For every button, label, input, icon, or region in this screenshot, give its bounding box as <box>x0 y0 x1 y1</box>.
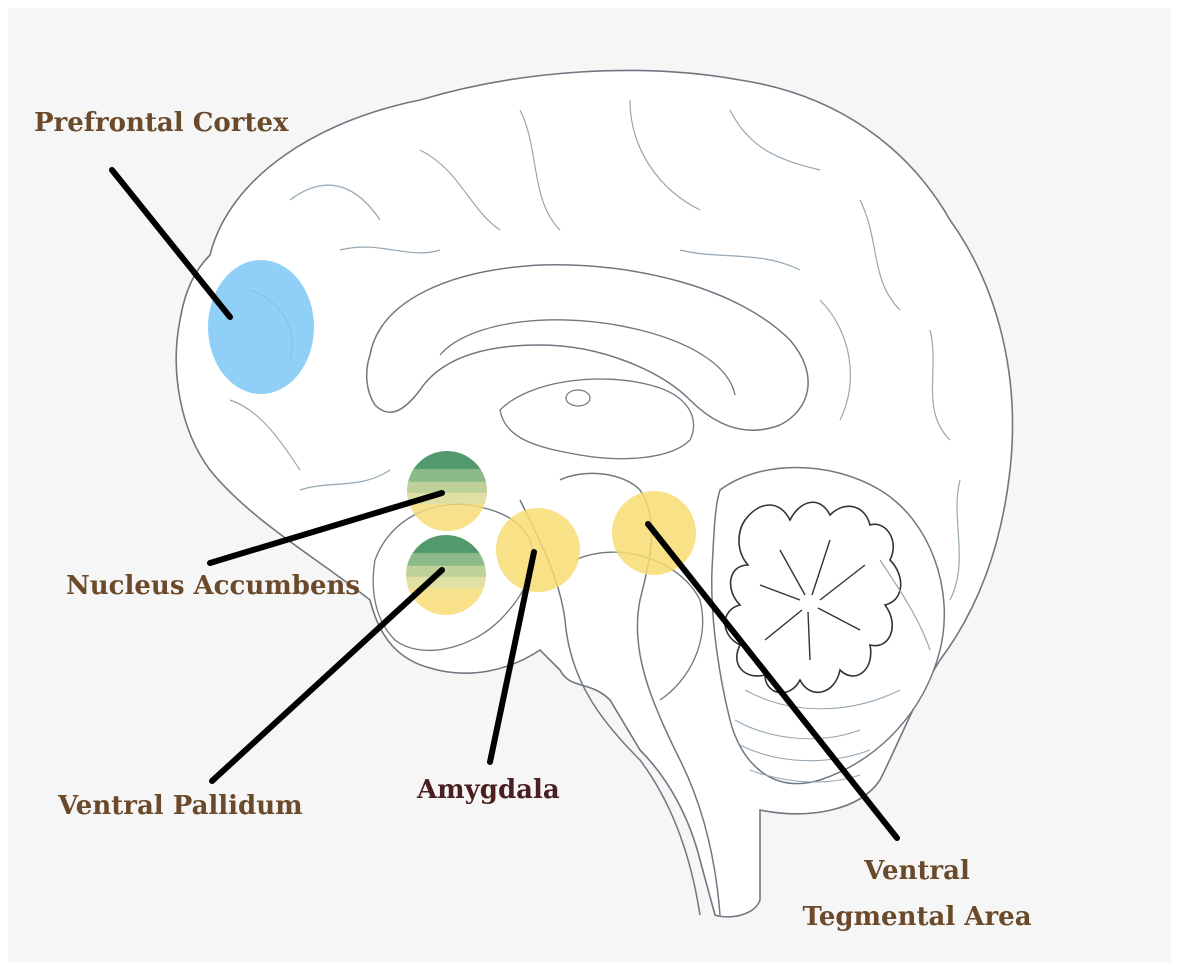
label-nucleus-accumbens: Nucleus Accumbens <box>66 570 360 602</box>
nucleus-accumbens-region <box>407 451 487 531</box>
label-amygdala: Amygdala <box>417 774 560 806</box>
ventral-pallidum-region <box>406 535 486 615</box>
label-ventral-tegmental-area: Ventral Tegmental Area <box>792 848 1042 940</box>
label-prefrontal-cortex: Prefrontal Cortex <box>34 107 289 139</box>
amygdala-region <box>496 508 580 592</box>
label-ventral-pallidum: Ventral Pallidum <box>58 790 303 822</box>
prefrontal-cortex-region <box>208 260 314 394</box>
